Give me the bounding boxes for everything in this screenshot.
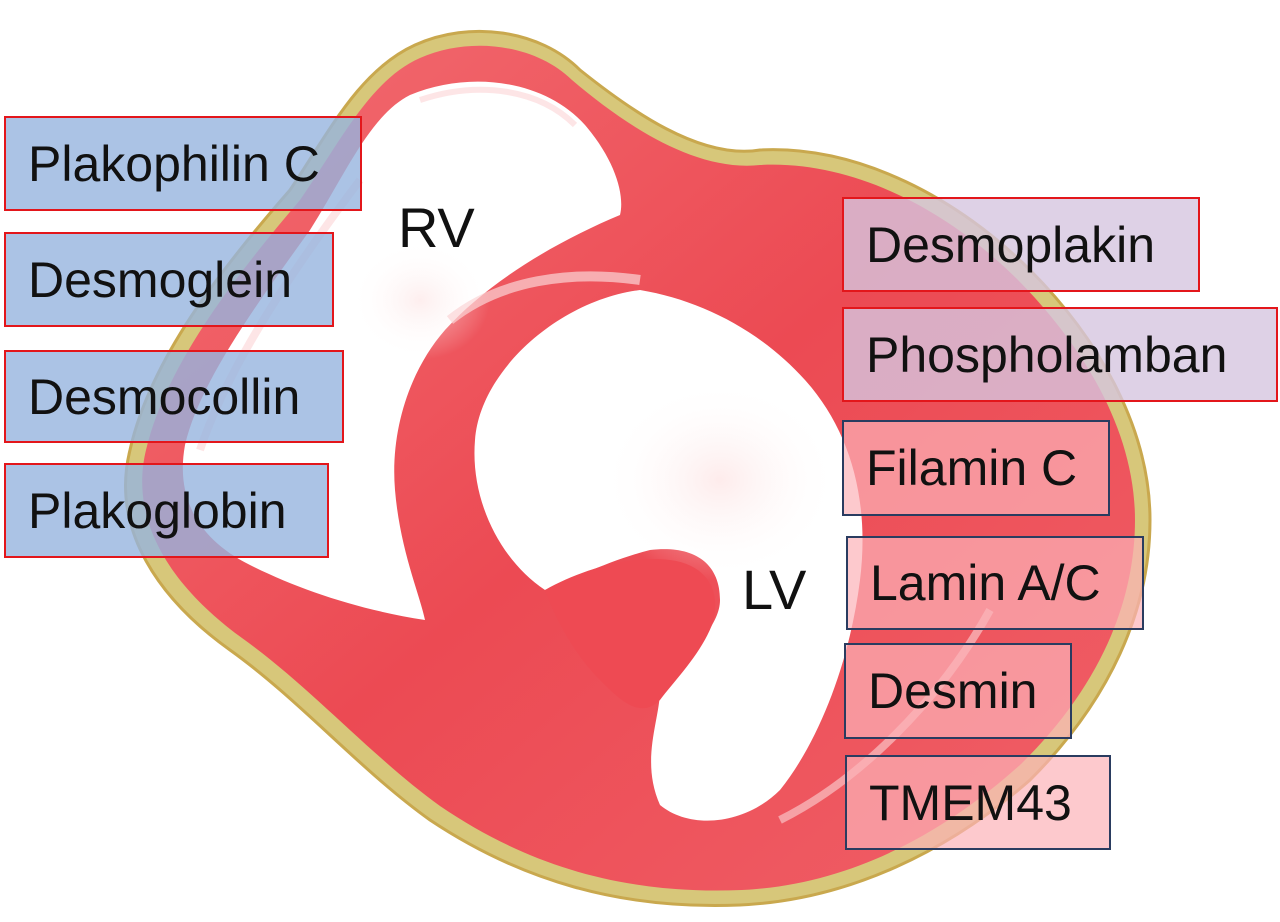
gene-label-phospholamban: Phospholamban: [842, 307, 1278, 402]
gene-label-plakoglobin: Plakoglobin: [4, 463, 329, 558]
gene-label-lamin-a-c: Lamin A/C: [846, 536, 1144, 630]
gene-label-tmem43: TMEM43: [845, 755, 1111, 850]
gene-label-desmocollin: Desmocollin: [4, 350, 344, 443]
papillary-muscle: [545, 559, 716, 709]
gene-label-desmoplakin: Desmoplakin: [842, 197, 1200, 292]
lv-label: LV: [742, 558, 807, 621]
rv-label: RV: [398, 196, 475, 259]
gene-label-plakophilin-c: Plakophilin C: [4, 116, 362, 211]
gene-label-desmin: Desmin: [844, 643, 1072, 739]
gene-label-desmoglein: Desmoglein: [4, 232, 334, 327]
gene-label-filamin-c: Filamin C: [842, 420, 1110, 516]
